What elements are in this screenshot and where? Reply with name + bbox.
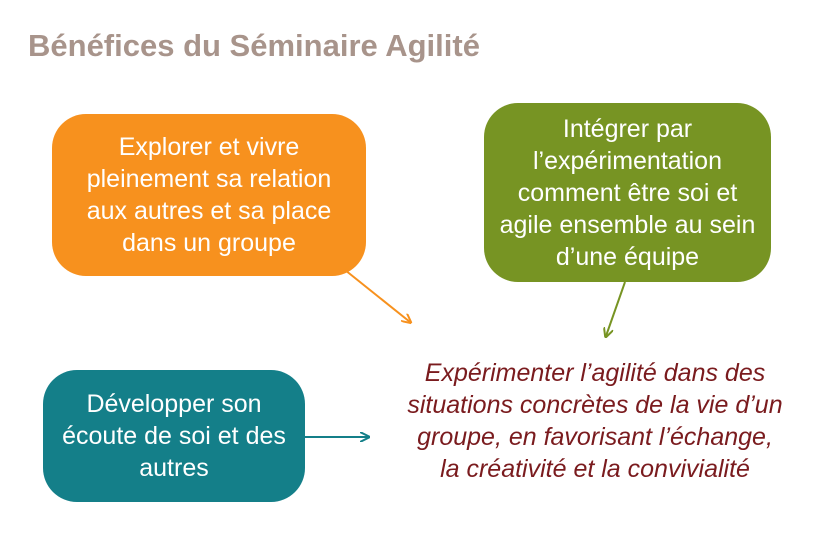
benefit-box-develop: Développer son écoute de soi et des autr… <box>43 370 305 502</box>
benefit-text-explore: Explorer et vivre pleinement sa relation… <box>86 133 332 257</box>
benefit-box-integrate: Intégrer par l’expérimentation comment ê… <box>484 103 771 282</box>
benefit-text-integrate: Intégrer par l’expérimentation comment ê… <box>499 114 756 271</box>
benefit-text-develop: Développer son écoute de soi et des autr… <box>62 390 286 482</box>
page-title: Bénéfices du Séminaire Agilité <box>28 28 480 63</box>
central-goal-text: Expérimenter l’agilité dans des situatio… <box>407 359 783 483</box>
benefit-box-explore: Explorer et vivre pleinement sa relation… <box>52 114 366 276</box>
arrow-from-explore <box>344 269 410 322</box>
arrow-from-integrate <box>606 281 626 336</box>
